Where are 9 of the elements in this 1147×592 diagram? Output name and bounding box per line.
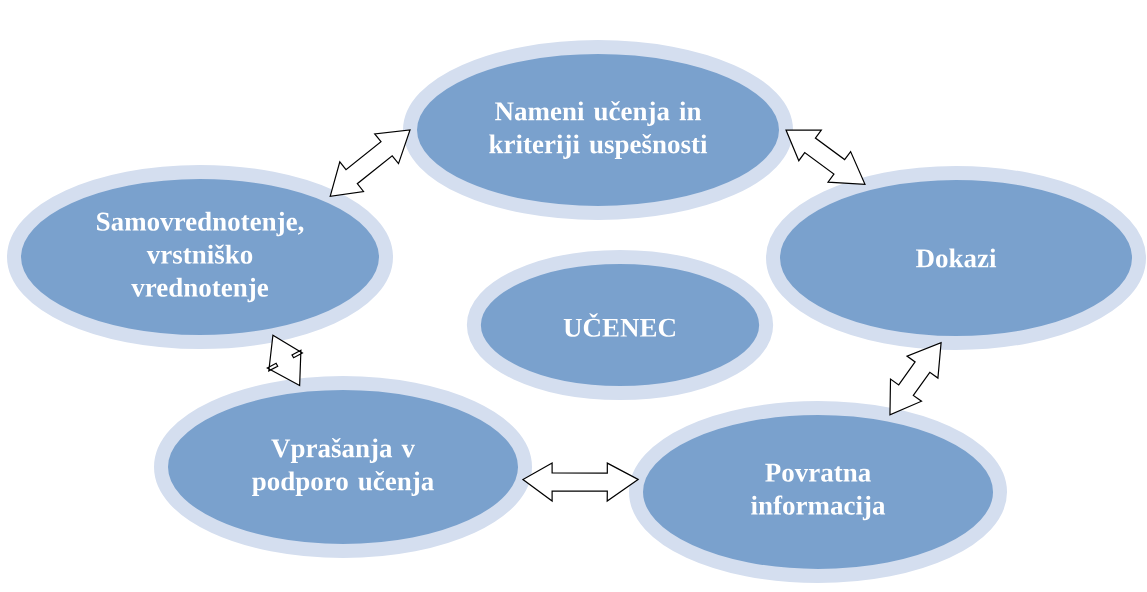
ellipse-node: Povratna informacija: [629, 401, 1007, 583]
ellipse-node: Nameni učenja in kriteriji uspešnosti: [403, 40, 793, 220]
double-arrow: [785, 129, 866, 185]
ellipse-node: UČENEC: [466, 250, 774, 400]
ellipse-node: Samovrednotenje, vrstniško vrednotenje: [7, 165, 393, 349]
ellipse-node: Vprašanja v podporo učenja: [154, 376, 532, 558]
double-arrow: [329, 129, 411, 197]
double-arrow: [266, 334, 304, 387]
ellipse-node: Dokazi: [766, 166, 1146, 350]
